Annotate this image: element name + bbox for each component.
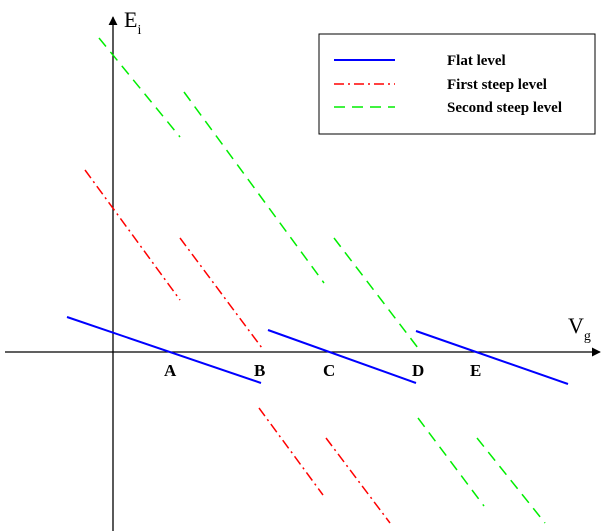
legend-label-flat: Flat level (447, 53, 506, 69)
y-axis-label: Ei (124, 7, 141, 38)
legend: Flat level First steep level Second stee… (318, 33, 596, 135)
x-axis-label-sub: g (584, 329, 591, 344)
flat-level-segment-2 (267, 329, 417, 384)
y-axis-label-sub: i (137, 23, 141, 38)
first-steep-level-lines (84, 169, 391, 524)
point-label-a: A (164, 361, 177, 380)
flat-level-segment-3 (415, 330, 569, 385)
second-steep-segment-1 (98, 37, 181, 138)
point-label-c: C (323, 361, 335, 380)
legend-box (318, 33, 596, 135)
y-axis-label-main: E (124, 7, 137, 32)
point-label-d: D (412, 361, 424, 380)
second-steep-segment-4 (417, 417, 485, 507)
legend-label-second-steep: Second steep level (447, 100, 562, 116)
flat-level-lines (66, 316, 569, 385)
second-steep-segment-3 (333, 237, 419, 349)
legend-label-first-steep: First steep level (447, 77, 547, 93)
point-label-b: B (254, 361, 265, 380)
x-axis-label-main: V (568, 313, 584, 338)
first-steep-segment-3 (258, 407, 324, 496)
x-axis-label: Vg (568, 313, 591, 344)
point-label-e: E (470, 361, 481, 380)
flat-level-segment-1 (66, 316, 262, 384)
second-steep-segment-5 (476, 437, 546, 524)
first-steep-segment-2 (179, 237, 263, 349)
second-steep-level-lines (98, 37, 546, 524)
first-steep-segment-1 (84, 169, 181, 301)
second-steep-segment-2 (183, 91, 325, 284)
first-steep-segment-4 (325, 437, 391, 524)
